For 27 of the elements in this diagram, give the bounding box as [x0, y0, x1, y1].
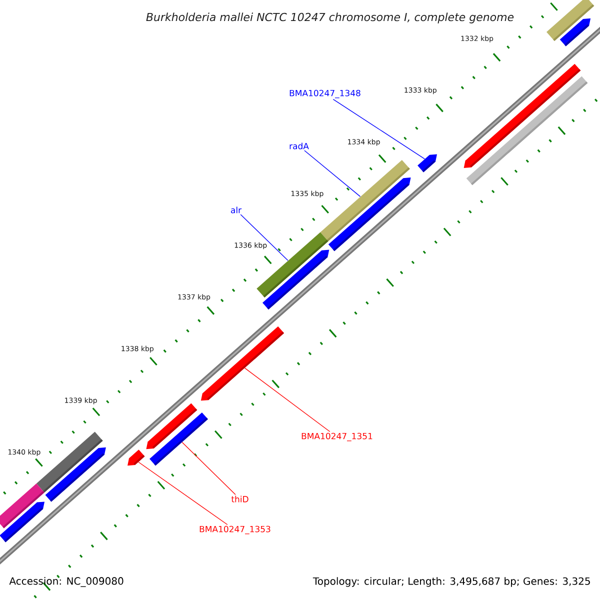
gene-label: BMA10247_1353	[200, 526, 270, 534]
leader-line	[240, 214, 288, 261]
leader-line	[244, 368, 330, 432]
gene-label: thiD	[231, 496, 248, 502]
gene-feature	[45, 447, 106, 502]
gene-feature	[418, 154, 437, 172]
gene-label: BMA10247_1351	[302, 432, 372, 442]
gene-label: alr	[230, 206, 242, 214]
gene-feature	[0, 502, 45, 542]
gene-feature	[560, 18, 591, 46]
gene-feature	[128, 450, 145, 466]
gene-feature	[546, 0, 594, 41]
gene-label: radA	[290, 142, 309, 150]
gene-feature	[328, 177, 411, 252]
leader-line	[304, 150, 361, 197]
leader-line	[182, 442, 236, 495]
gene-feature	[150, 412, 208, 466]
gene-feature	[466, 76, 588, 186]
gene-feature	[262, 250, 330, 310]
gene-feature	[0, 484, 44, 528]
leader-line	[332, 99, 426, 160]
gene-feature	[200, 326, 284, 401]
footer-text: Topology: circular; Length: 3,495,687 bp; Genes: 3,325	[312, 577, 590, 587]
footer-text: Accession: NC_009080	[9, 577, 124, 587]
leader-line	[138, 462, 228, 525]
title: Burkholderia mallei NCTC 10247 chromosome I, complete genome	[146, 12, 514, 24]
gene-label: BMA10247_1348	[290, 90, 360, 98]
